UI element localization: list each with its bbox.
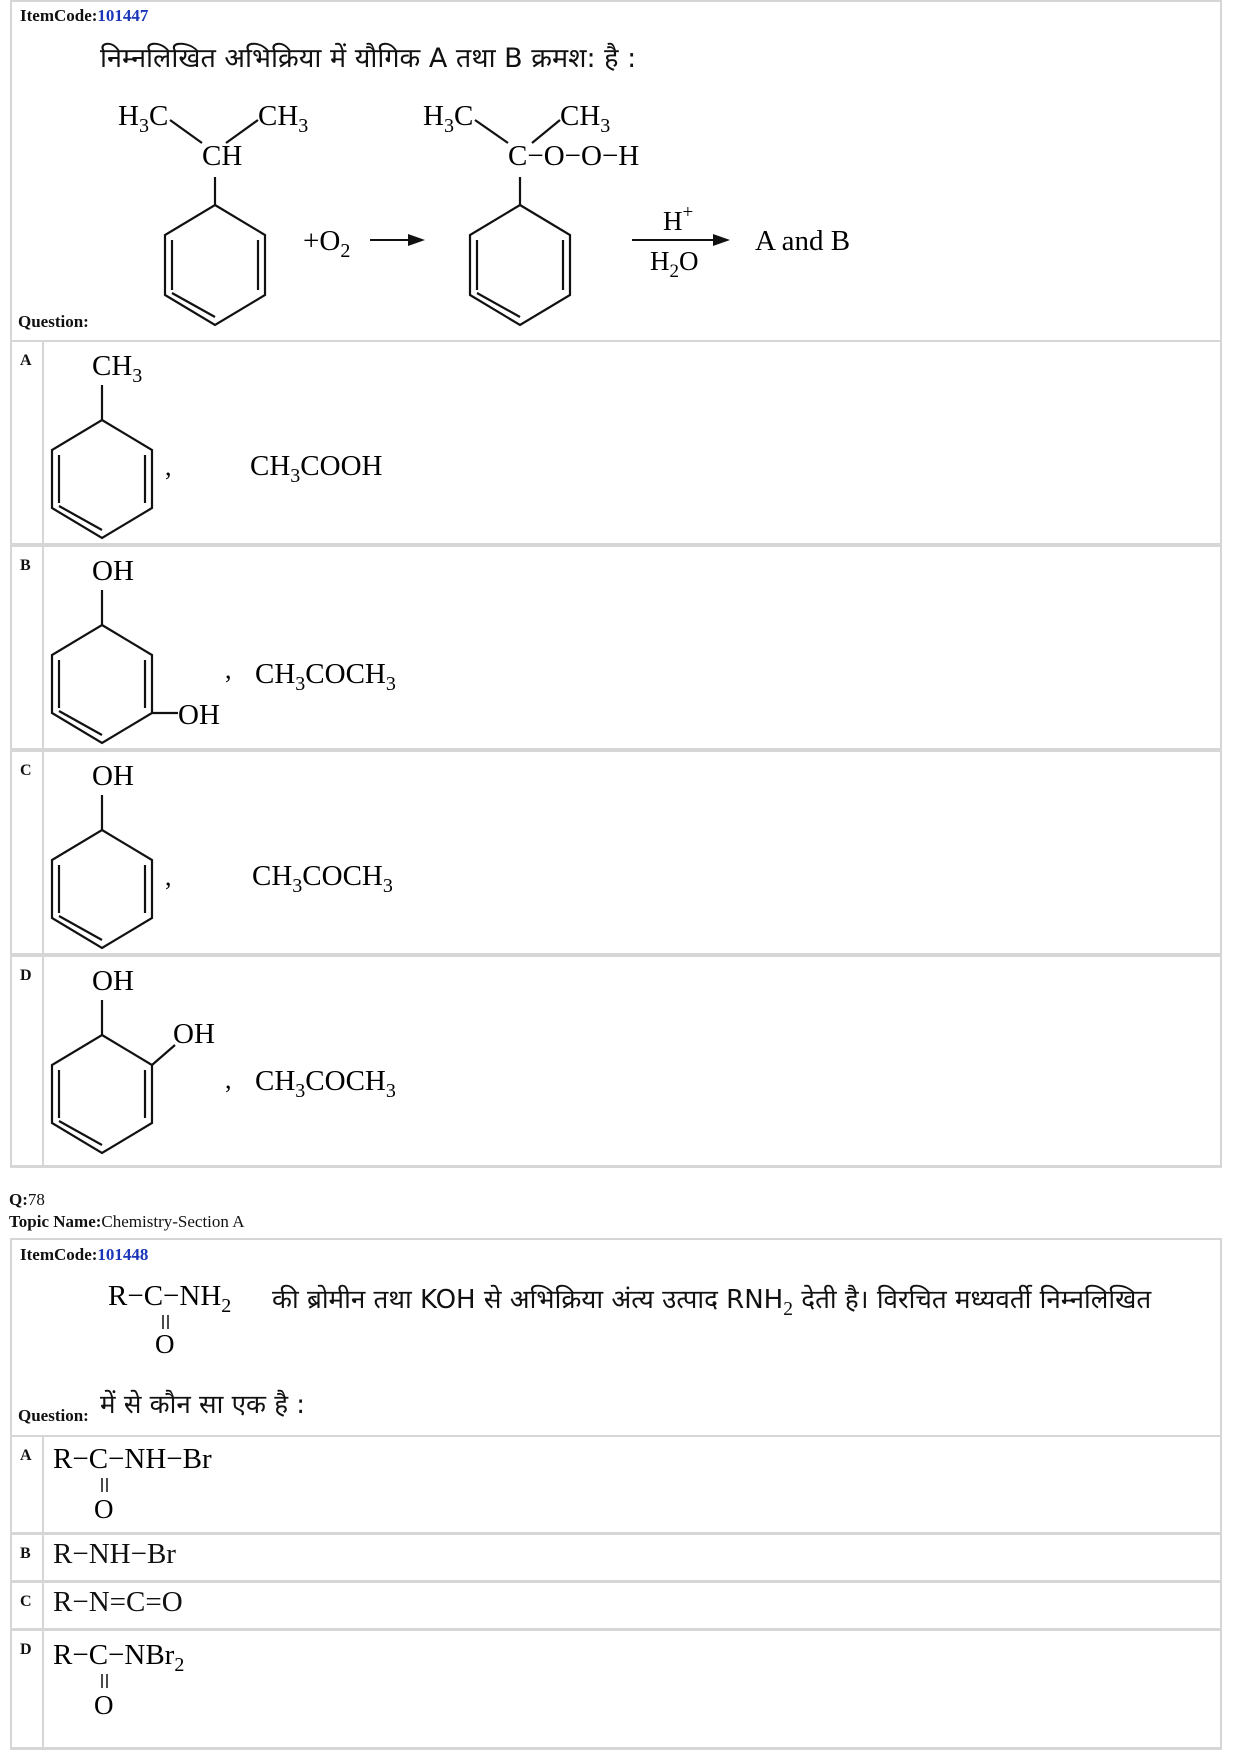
option-d-row[interactable]: D	[10, 1629, 1222, 1749]
topic-name: Topic Name:Chemistry-Section A	[9, 1212, 245, 1231]
option-b-structure: OH OH , CH3COCH3	[50, 555, 396, 745]
option-b-label: B	[20, 557, 31, 574]
svg-text:R−C−NH−Br: R−C−NH−Br	[53, 1443, 212, 1475]
option-a-row[interactable]: A	[10, 340, 1222, 545]
question-78-text-line1: की ब्रोमीन तथा KOH से अभिक्रिया अंत्य उत…	[272, 1285, 1152, 1320]
item-code-78: ItemCode:101448	[20, 1245, 149, 1264]
svg-text:OH: OH	[178, 699, 220, 731]
svg-text:OH: OH	[92, 555, 134, 587]
option-d-label: D	[20, 1641, 32, 1658]
cumene-hydroperoxide-structure	[468, 119, 572, 327]
svg-text:R−C−NBr2: R−C−NBr2	[53, 1639, 184, 1676]
option-b-formula: R−NH−Br	[53, 1538, 176, 1570]
svg-text:O: O	[94, 1494, 114, 1524]
svg-text:CH3COCH3: CH3COCH3	[255, 658, 396, 695]
svg-text:CH3COCH3: CH3COCH3	[252, 860, 393, 897]
option-a-label: A	[20, 1447, 32, 1464]
svg-text:O: O	[94, 1690, 114, 1720]
svg-text:C−O−O−H: C−O−O−H	[508, 140, 639, 172]
svg-text:CH3: CH3	[258, 100, 308, 137]
question-77-label: Question:	[18, 312, 89, 331]
item-code-value[interactable]: 101448	[97, 1245, 149, 1264]
option-d-formula: R−C−NBr2 O	[53, 1639, 184, 1720]
option-d-label: D	[20, 967, 32, 984]
svg-text:,: ,	[225, 1065, 232, 1094]
svg-text:CH: CH	[202, 140, 242, 172]
svg-text:CH3: CH3	[92, 350, 142, 387]
svg-text:,: ,	[225, 655, 232, 684]
svg-text:,: ,	[165, 862, 172, 891]
svg-text:,: ,	[165, 452, 172, 481]
option-a-label: A	[20, 352, 32, 369]
svg-text:OH: OH	[173, 1018, 215, 1050]
svg-text:CH3COOH: CH3COOH	[250, 450, 383, 487]
option-c-formula: R−N=C=O	[53, 1586, 183, 1618]
svg-text:H2O: H2O	[650, 246, 699, 282]
option-c-row[interactable]: C	[10, 1581, 1222, 1630]
question-78-number: Q:78	[9, 1190, 45, 1209]
option-c-label: C	[20, 1593, 32, 1610]
product-text: A and B	[755, 225, 850, 257]
question-78-label: Question:	[18, 1406, 89, 1425]
svg-text:OH: OH	[92, 965, 134, 997]
svg-text:H3C: H3C	[118, 100, 168, 137]
item-code-77: ItemCode:101447	[20, 6, 149, 25]
option-a-structure: CH3 , CH3COOH	[50, 350, 383, 540]
svg-text:CH3COCH3: CH3COCH3	[255, 1065, 396, 1102]
question-77-text: निम्नलिखित अभिक्रिया में यौगिक A तथा B क…	[100, 43, 637, 74]
option-a-formula: R−C−NH−Br O	[53, 1443, 212, 1524]
svg-text:OH: OH	[92, 760, 134, 792]
svg-text:H3C: H3C	[423, 100, 473, 137]
svg-text:R−C−NH2: R−C−NH2	[108, 1280, 231, 1317]
question-77-box	[10, 0, 1222, 1168]
option-d-structure: OH OH , CH3COCH3	[50, 965, 396, 1155]
option-c-label: C	[20, 762, 32, 779]
svg-text:CH3: CH3	[560, 100, 610, 137]
svg-text:O: O	[155, 1329, 175, 1359]
option-d-row[interactable]: D	[10, 955, 1222, 1167]
reaction-scheme: H3C CH3 CH +O2 H3C CH3 C−O−O−H H+ H2O A …	[118, 100, 850, 327]
amide-structure: R−C−NH2 O	[108, 1280, 231, 1359]
option-c-structure: OH , CH3COCH3	[50, 760, 393, 950]
option-b-row[interactable]: B	[10, 545, 1222, 750]
svg-text:H+: H+	[663, 202, 693, 236]
option-b-row[interactable]: B	[10, 1533, 1222, 1582]
cumene-structure	[163, 119, 267, 327]
reagent-o2: +O2	[303, 225, 350, 262]
option-c-row[interactable]: C	[10, 750, 1222, 955]
option-b-label: B	[20, 1545, 31, 1562]
item-code-value[interactable]: 101447	[97, 6, 149, 25]
question-78-text-line2: में से कौन सा एक है :	[100, 1390, 306, 1420]
